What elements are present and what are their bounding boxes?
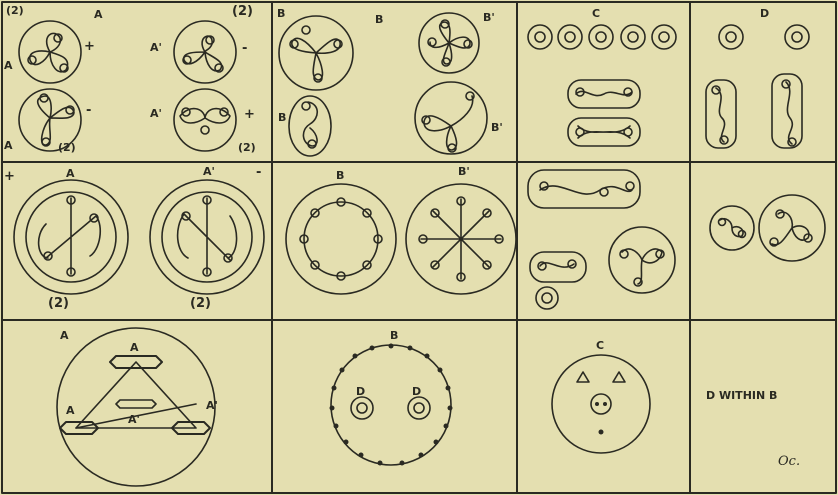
label-r3c2-d1: D xyxy=(356,386,365,397)
label-r2c1-a: A xyxy=(66,168,75,179)
label-r1c1-bl: (2) xyxy=(58,142,76,153)
label-r1c3-top: C xyxy=(592,8,600,19)
label-r1c1-a1: A xyxy=(4,60,13,71)
r3c3-atoms xyxy=(552,355,650,453)
r1c2-atoms xyxy=(279,13,487,156)
sign-r2c1-plus: + xyxy=(4,170,15,183)
r1c4-atoms xyxy=(706,25,809,148)
r2c1-atoms xyxy=(14,180,264,294)
label-r2c2-b: B xyxy=(336,170,344,181)
label-r3c1-right: A' xyxy=(206,400,218,411)
label-r3c2-top: B xyxy=(390,330,398,341)
label-r1c1-center: A xyxy=(94,9,103,20)
sign-r1c1-minus1: - xyxy=(242,42,247,55)
r1c1-atoms xyxy=(19,21,236,151)
sign-r1c1-plus1: + xyxy=(84,40,95,53)
caption-d-within-b: D WITHIN B xyxy=(706,390,777,401)
r2c2-atoms xyxy=(286,184,516,294)
label-r2c2-bp: B' xyxy=(458,166,470,177)
label-r1c1-ap2: A' xyxy=(150,108,162,119)
label-r1c2-ml: B xyxy=(278,112,286,123)
label-r1c1-right: (2) xyxy=(232,5,253,18)
r2c3-atoms xyxy=(528,170,675,309)
label-r3c1-inner-top: A xyxy=(130,342,139,353)
label-r2c1-ap: A' xyxy=(203,166,215,177)
label-r1c1-a2: A xyxy=(4,140,13,151)
label-r1c2-br: B' xyxy=(491,122,503,133)
r1c3-atoms xyxy=(528,25,676,146)
label-r2c1-br: (2) xyxy=(190,297,211,310)
label-r1c4-top: D xyxy=(760,8,769,19)
label-r1c1-ap1: A' xyxy=(150,42,162,53)
label-r2c1-bl: (2) xyxy=(48,297,69,310)
label-r1c1-left: (2) xyxy=(6,5,24,16)
sign-r1c1-minus2: - xyxy=(86,104,91,117)
label-r3c3-top: C xyxy=(596,340,604,351)
label-r1c2-tr: B' xyxy=(483,12,495,23)
label-r1c2-center: B xyxy=(375,14,383,25)
sign-r2c1-minus: - xyxy=(256,166,261,179)
sign-r1c1-plus2: + xyxy=(244,108,255,121)
label-r3c1-top: A xyxy=(60,330,69,341)
label-r3c2-d2: D xyxy=(412,386,421,397)
r2c4-atoms xyxy=(710,195,825,261)
signature: Oc. xyxy=(778,455,800,468)
label-r1c2-tl: B xyxy=(277,8,285,19)
label-r1c1-br: (2) xyxy=(238,142,256,153)
r3c2-atoms xyxy=(330,344,453,466)
label-r3c1-inner-bottom: A' xyxy=(128,414,140,425)
label-r3c1-left: A xyxy=(66,405,75,416)
